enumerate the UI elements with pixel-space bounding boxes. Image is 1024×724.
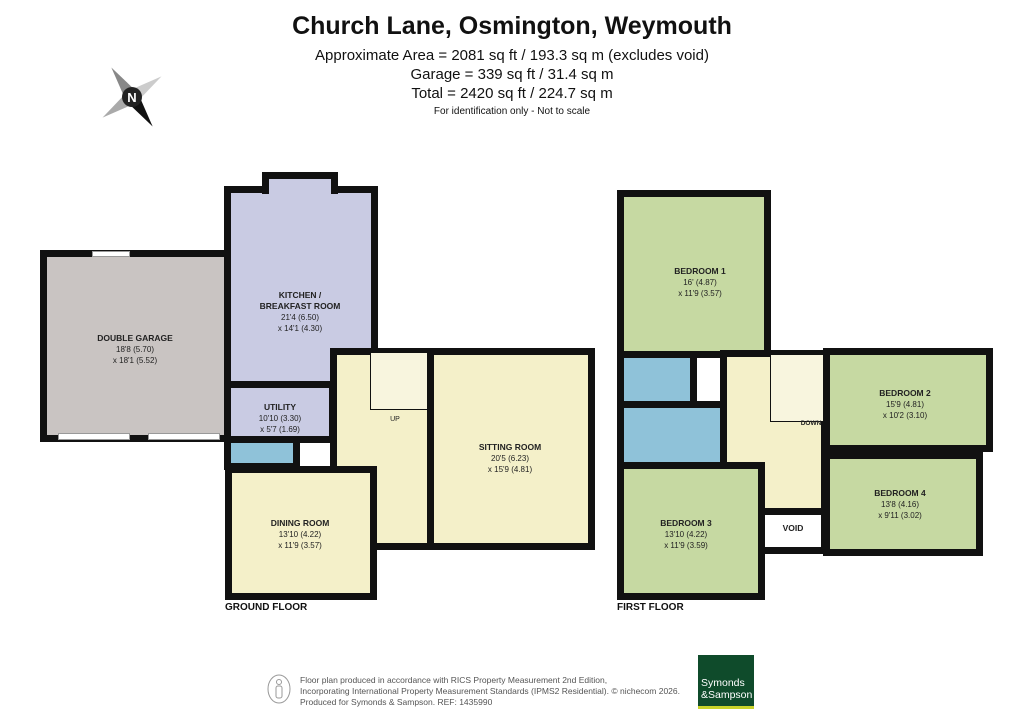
footer-line-1: Floor plan produced in accordance with R…: [300, 675, 608, 685]
garage-area: Garage = 339 sq ft / 31.4 sq m: [410, 66, 614, 83]
kitchen-bay-window: [262, 172, 338, 194]
logo-text-2: &Sampson: [701, 689, 753, 701]
garage-window: [92, 251, 130, 257]
person-icon: [267, 674, 291, 704]
first-floor-label: FIRST FLOOR: [617, 602, 684, 613]
garage-door-right: [148, 433, 220, 440]
room-bedroom-4: [823, 452, 983, 556]
room-bedroom-3: [617, 462, 765, 600]
void-area: [758, 508, 828, 554]
total-area: Total = 2420 sq ft / 224.7 sq m: [411, 85, 613, 102]
scale-note: For identification only - Not to scale: [433, 106, 591, 117]
stairs-down: [770, 354, 824, 422]
room-en-suite: [617, 351, 697, 408]
footer-line-3: Produced for Symonds & Sampson. REF: 143…: [300, 697, 493, 707]
stairs-up: [370, 352, 428, 410]
garage-door-left: [58, 433, 130, 440]
plan-title: Church Lane, Osmington, Weymouth: [292, 12, 732, 40]
room-sitting-room: [427, 348, 595, 550]
agent-logo: Symonds &Sampson: [698, 655, 754, 709]
stairs-up-label: UP: [390, 416, 400, 423]
room-dining-room: [225, 466, 377, 600]
room-wc: [224, 436, 300, 470]
stairs-down-label: DOWN: [800, 420, 822, 427]
room-bedroom-2: [823, 348, 993, 452]
compass-icon: N: [102, 67, 162, 127]
void-label: VOID: [782, 523, 804, 533]
room-bathroom: [617, 401, 729, 469]
compass-letter: N: [127, 90, 136, 105]
footer-text: Floor plan produced in accordance with R…: [300, 675, 680, 708]
logo-text-1: Symonds: [701, 677, 745, 689]
approximate-area: Approximate Area = 2081 sq ft / 193.3 sq…: [315, 47, 709, 64]
compass-center: [122, 87, 142, 107]
room-double-garage: [40, 250, 234, 442]
footer-line-2: Incorporating International Property Mea…: [300, 686, 680, 696]
ground-floor-label: GROUND FLOOR: [225, 602, 308, 613]
